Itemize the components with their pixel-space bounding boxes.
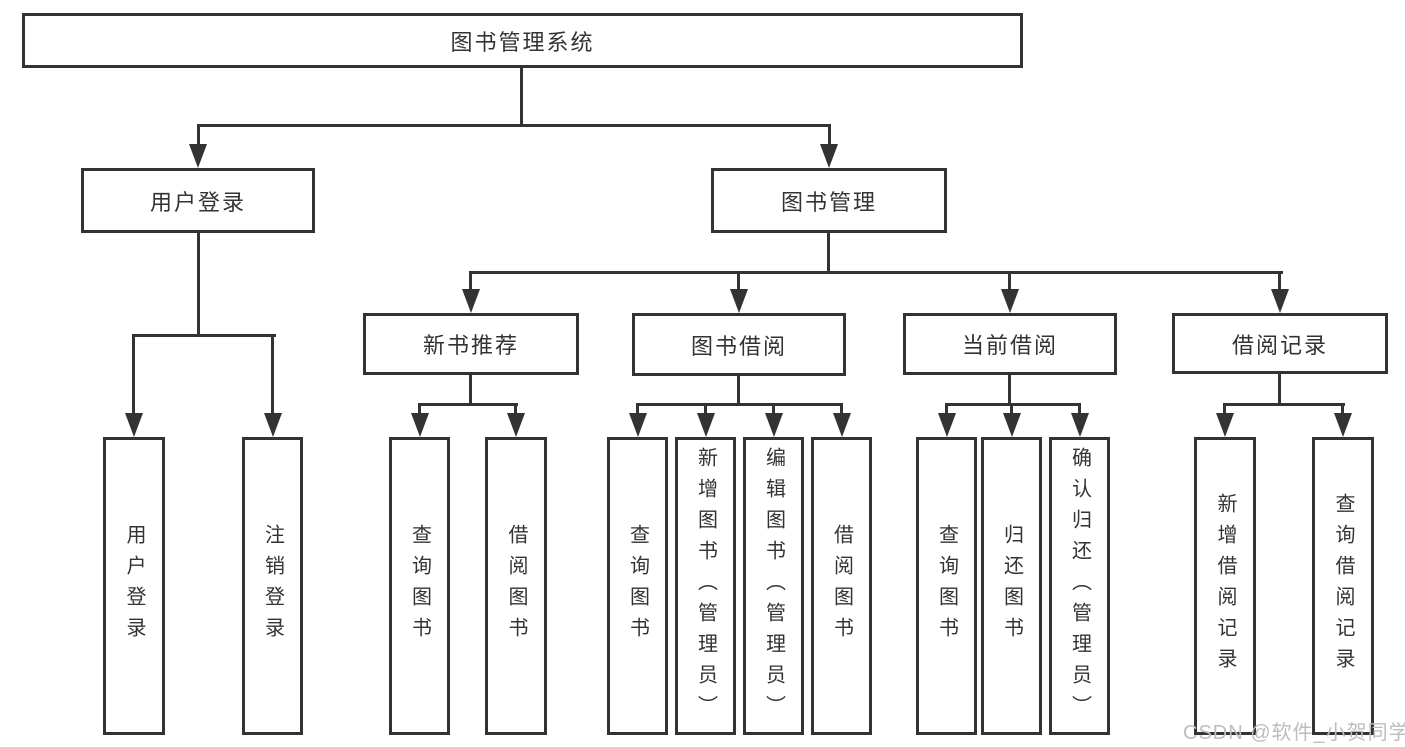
connector-line-v [704, 403, 707, 415]
connector-line-v [737, 373, 740, 406]
connector-line-v [418, 403, 421, 415]
node-label: 图书借阅 [690, 333, 787, 359]
leaf-label: 查询图书 [408, 524, 431, 648]
connector-line-v [197, 124, 200, 146]
leaf-borrow-books-recommend: 借阅图书 [485, 437, 547, 735]
connector-line-v [840, 403, 843, 415]
connector-line-v [1010, 403, 1013, 415]
connector-line-v [520, 66, 523, 127]
node-label: 用户登录 [149, 189, 246, 215]
node-label: 图书管理系统 [450, 29, 595, 55]
leaf-label: 归还图书 [1000, 524, 1023, 648]
connector-line-v [469, 373, 472, 406]
leaf-confirm-return-admin: 确认归还（管理员） [1049, 437, 1110, 735]
connector-line-v [271, 334, 274, 416]
leaf-label: 用户登录 [123, 524, 145, 648]
node-book-borrowing: 图书借阅 [632, 313, 846, 376]
leaf-label: 注销登录 [261, 524, 284, 648]
arrowhead-down-icon [1216, 413, 1234, 437]
arrowhead-down-icon [411, 413, 429, 437]
arrowhead-down-icon [264, 413, 282, 437]
leaf-query-books-borrowing: 查询图书 [607, 437, 668, 735]
node-book-management: 图书管理 [711, 168, 947, 233]
leaf-query-borrow-record: 查询借阅记录 [1312, 437, 1374, 735]
csdn-watermark: CSDN @软件_小贺同学 [1183, 722, 1405, 744]
leaf-add-book-admin: 新增图书（管理员） [675, 437, 736, 735]
arrowhead-down-icon [833, 413, 851, 437]
leaf-label: 查询图书 [935, 524, 958, 648]
connector-line-v [514, 403, 517, 415]
connector-line-v [1223, 403, 1226, 415]
arrowhead-down-icon [697, 413, 715, 437]
arrowhead-down-icon [1003, 413, 1021, 437]
connector-line-v [945, 403, 948, 415]
connector-line-h [197, 124, 831, 127]
connector-line-h [418, 403, 518, 406]
arrowhead-down-icon [125, 413, 143, 437]
arrowhead-down-icon [765, 413, 783, 437]
connector-line-v [469, 271, 472, 291]
leaf-label: 借阅图书 [830, 524, 853, 648]
connector-line-v [827, 230, 830, 274]
leaf-label: 新增借阅记录 [1214, 493, 1236, 679]
arrowhead-down-icon [462, 289, 480, 313]
leaf-logout: 注销登录 [242, 437, 303, 735]
arrowhead-down-icon [1071, 413, 1089, 437]
node-label: 新书推荐 [422, 333, 519, 358]
leaf-label: 新增图书（管理员） [694, 446, 717, 726]
node-new-book-recommend: 新书推荐 [363, 313, 579, 375]
connector-line-v [737, 271, 740, 291]
leaf-return-book: 归还图书 [981, 437, 1042, 735]
connector-line-h [1223, 403, 1345, 406]
arrowhead-down-icon [938, 413, 956, 437]
leaf-label: 查询借阅记录 [1332, 493, 1354, 679]
arrowhead-down-icon [820, 144, 838, 168]
arrowhead-down-icon [629, 413, 647, 437]
leaf-user-login: 用户登录 [103, 437, 165, 735]
leaf-label: 借阅图书 [505, 524, 527, 648]
leaf-query-books-current: 查询图书 [916, 437, 977, 735]
arrowhead-down-icon [507, 413, 525, 437]
node-label: 图书管理 [780, 189, 877, 215]
leaf-add-borrow-record: 新增借阅记录 [1194, 437, 1256, 735]
connector-line-h [945, 403, 1081, 406]
arrowhead-down-icon [730, 289, 748, 313]
leaf-edit-book-admin: 编辑图书（管理员） [743, 437, 804, 735]
node-label: 借阅记录 [1231, 332, 1328, 358]
connector-line-v [828, 124, 831, 146]
connector-line-v [132, 334, 135, 416]
connector-line-v [772, 403, 775, 415]
connector-line-v [1341, 403, 1344, 415]
arrowhead-down-icon [1001, 289, 1019, 313]
node-borrow-records: 借阅记录 [1172, 313, 1388, 374]
connector-line-v [1078, 403, 1081, 415]
connector-line-v [1008, 271, 1011, 291]
connector-line-v [1278, 373, 1281, 406]
leaf-borrow-books-borrowing: 借阅图书 [811, 437, 872, 735]
arrowhead-down-icon [1271, 289, 1289, 313]
connector-line-v [1278, 271, 1281, 291]
node-user-login: 用户登录 [81, 168, 315, 233]
arrowhead-down-icon [189, 144, 207, 168]
connector-line-h [132, 334, 276, 337]
connector-line-h [636, 403, 843, 406]
leaf-query-books-recommend: 查询图书 [389, 437, 450, 735]
connector-line-v [197, 230, 200, 337]
node-current-borrowing: 当前借阅 [903, 313, 1117, 375]
leaf-label: 确认归还（管理员） [1068, 446, 1091, 726]
leaf-label: 编辑图书（管理员） [762, 446, 785, 726]
arrowhead-down-icon [1334, 413, 1352, 437]
connector-line-v [636, 403, 639, 415]
node-label: 当前借阅 [961, 333, 1058, 358]
leaf-label: 查询图书 [626, 524, 649, 648]
node-root-library-system: 图书管理系统 [22, 13, 1023, 68]
connector-line-h [469, 271, 1283, 274]
connector-line-v [1008, 373, 1011, 406]
